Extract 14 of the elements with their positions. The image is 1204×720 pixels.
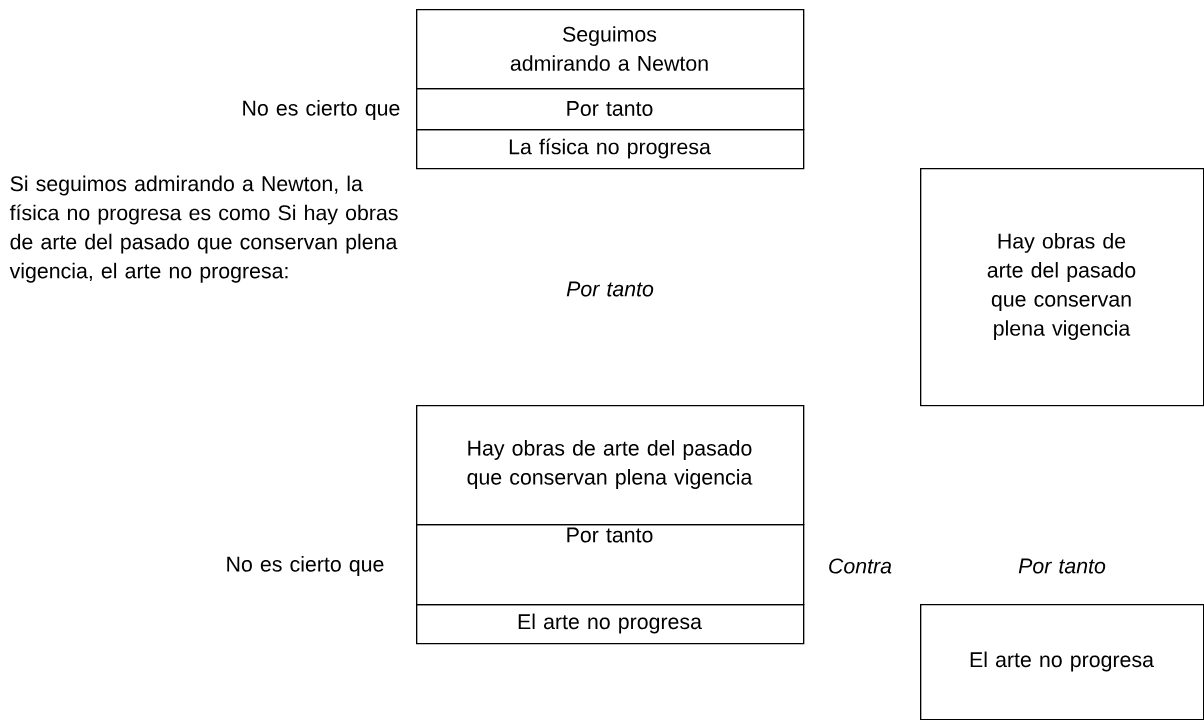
note-text: Contra bbox=[829, 558, 892, 574]
text-box: Hay obras de arte del pasado que conservan plena vigencia bbox=[920, 168, 1204, 407]
label-text: Si seguimos admirando a Newton, la física no progresa es como Si hay obras de arte del pasado que conservan plena vigencia, el arte no progresa: bbox=[9, 175, 398, 283]
note-text: Por tanto bbox=[1018, 558, 1106, 574]
text-box: El arte no progresa bbox=[920, 604, 1204, 720]
text-box: Por tanto bbox=[416, 88, 805, 131]
text-box: El arte no progresa bbox=[416, 604, 805, 645]
label-text: No es cierto que bbox=[243, 100, 400, 120]
text-box: Por tanto bbox=[416, 524, 805, 606]
text-box: Hay obras de arte del pasado que conservan plena vigencia bbox=[416, 405, 805, 526]
note-text: Por tanto bbox=[566, 281, 654, 297]
text-box: La física no progresa bbox=[416, 129, 805, 170]
text-box: Seguimos admirando a Newton bbox=[416, 9, 805, 90]
label-text: No es cierto que bbox=[227, 556, 384, 576]
